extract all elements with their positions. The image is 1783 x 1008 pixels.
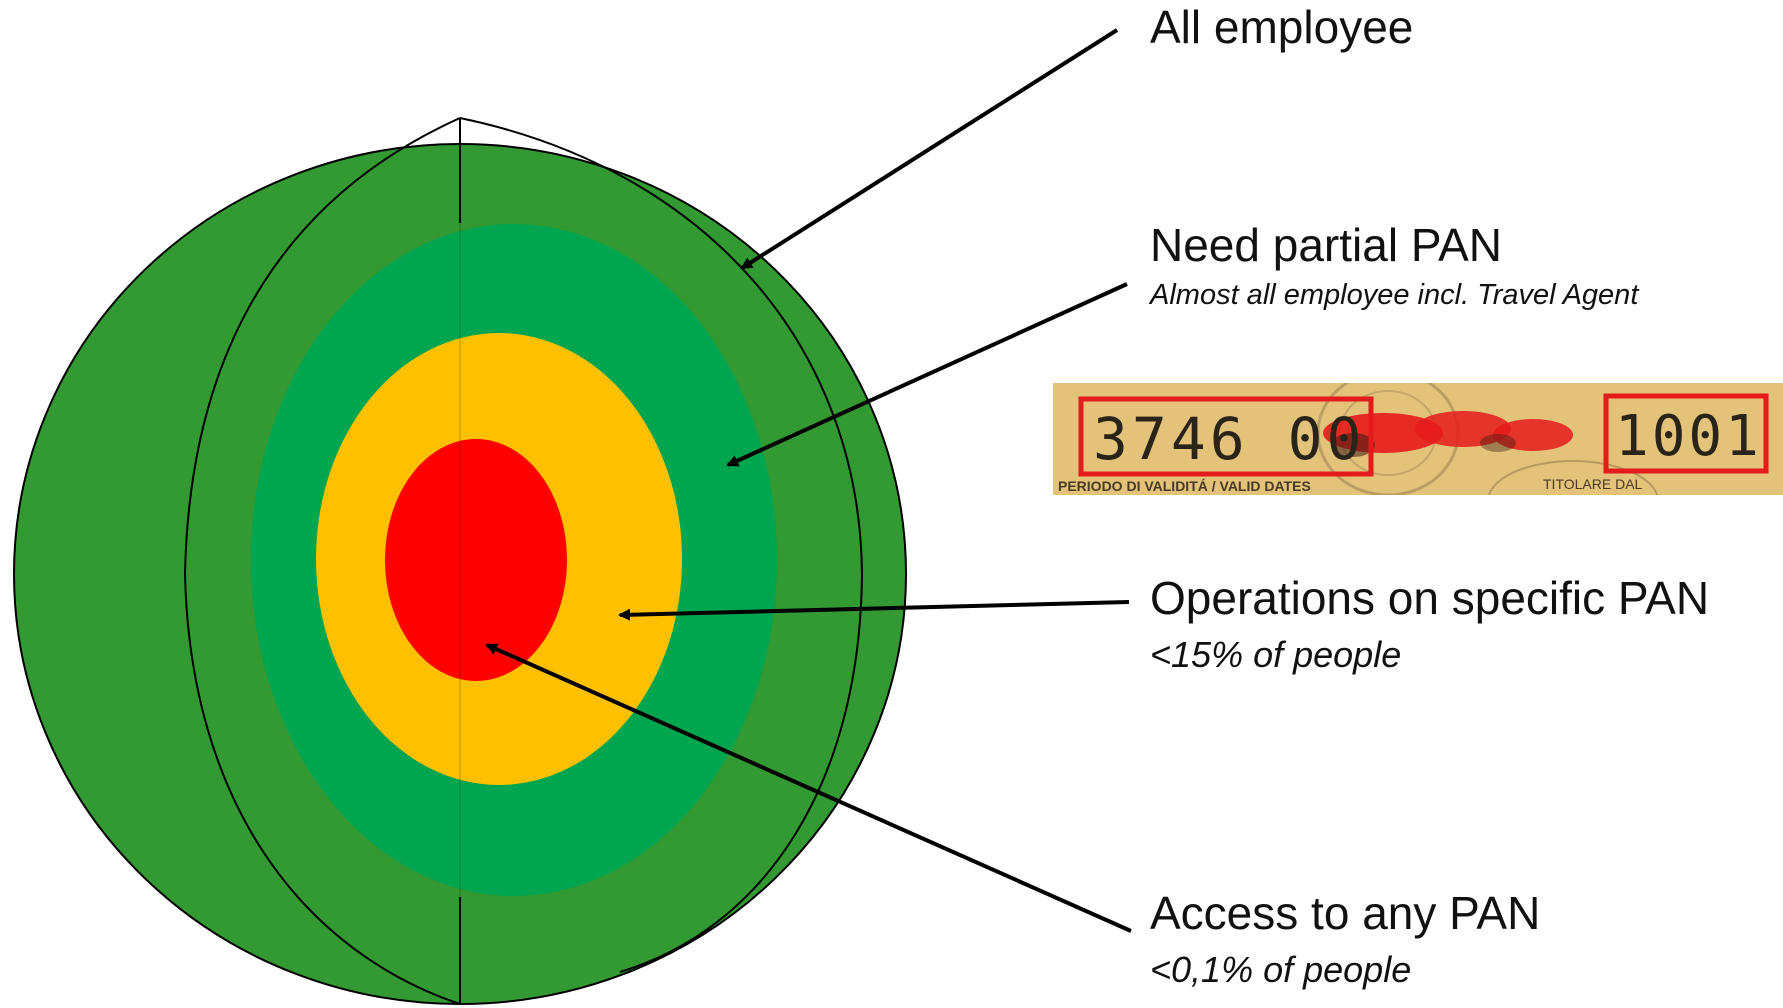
note-access-any-pan: <0,1% of people [1150,949,1412,990]
card-digits-first-six: 3746 00 [1093,405,1365,473]
label-all-employee: All employee [1150,1,1414,53]
card-footer-valid-dates: PERIODO DI VALIDITÁ / VALID DATES [1058,478,1311,494]
masked-card-number-image: 3746 00 1001 PERIODO DI VALIDITÁ / VALID… [1053,383,1783,495]
label-need-partial-pan: Need partial PAN [1150,219,1502,271]
label-access-any-pan: Access to any PAN [1150,887,1541,939]
note-need-partial-pan: Almost all employee incl. Travel Agent [1150,279,1639,311]
visible-digits-box-left [1078,396,1374,477]
layer-access-any-pan [385,439,567,681]
masked-digits-scribble [1323,411,1573,457]
meridian-right [459,117,864,973]
arrow-all-employee [740,28,1119,270]
arrow-partial-pan [726,282,1128,467]
meridian-left [183,117,461,1005]
card-digits-last-four: 1001 [1615,404,1762,469]
card-seal [1487,460,1659,495]
arrow-access-any [485,643,1132,933]
card-footer-titolare: TITOLARE DAL [1543,476,1643,492]
note-operations-specific-pan: <15% of people [1150,634,1402,675]
visible-digits-box-right [1603,393,1769,474]
label-operations-specific-pan: Operations on specific PAN [1150,572,1710,624]
arrow-operations [618,600,1130,621]
